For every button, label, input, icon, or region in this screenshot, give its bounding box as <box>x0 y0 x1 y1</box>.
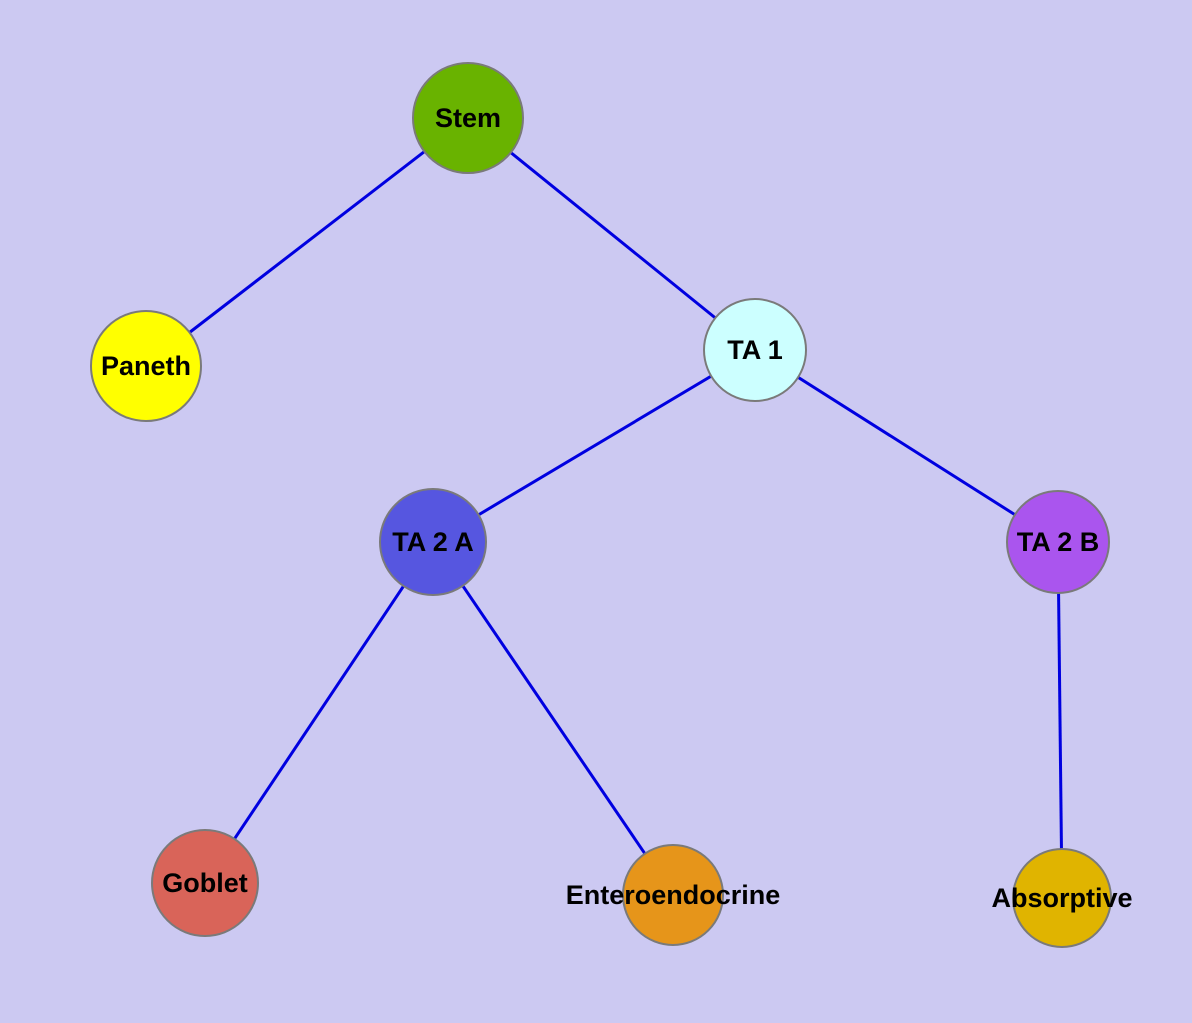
node-circle-absorptive[interactable] <box>1012 848 1112 948</box>
node-goblet[interactable]: Goblet <box>151 829 259 937</box>
edge-stem-ta1 <box>467 116 756 352</box>
edge-ta2b-absorptive <box>1056 541 1064 899</box>
edge-stem-paneth <box>145 116 469 368</box>
node-circle-paneth[interactable] <box>90 310 202 422</box>
edge-ta1-ta2a <box>432 348 756 544</box>
node-circle-goblet[interactable] <box>151 829 259 937</box>
node-circle-ta2a[interactable] <box>379 488 487 596</box>
node-circle-enteroendocrine[interactable] <box>622 844 724 946</box>
node-ta1[interactable]: TA 1 <box>703 298 807 402</box>
node-ta2a[interactable]: TA 2 A <box>379 488 487 596</box>
edge-ta2a-goblet <box>203 541 435 884</box>
node-ta2b[interactable]: TA 2 B <box>1006 490 1110 594</box>
node-stem[interactable]: Stem <box>412 62 524 174</box>
node-circle-ta1[interactable] <box>703 298 807 402</box>
node-paneth[interactable]: Paneth <box>90 310 202 422</box>
node-circle-stem[interactable] <box>412 62 524 174</box>
edge-ta2a-enteroendocrine <box>431 541 675 896</box>
edge-ta1-ta2b <box>754 348 1059 544</box>
node-circle-ta2b[interactable] <box>1006 490 1110 594</box>
